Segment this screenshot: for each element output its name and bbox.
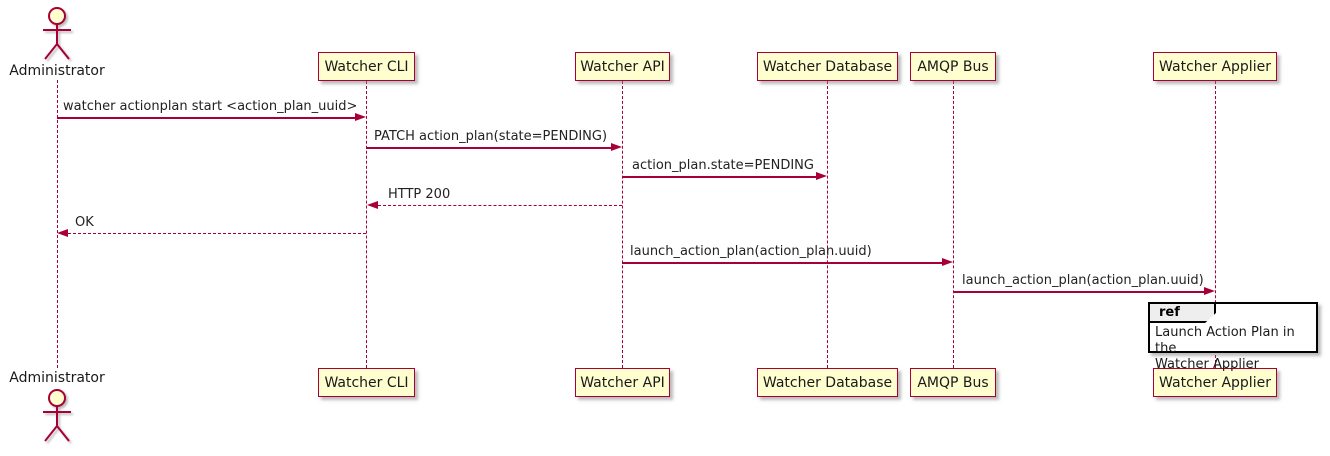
arrowhead-right-icon bbox=[355, 113, 366, 121]
message-label-2: PATCH action_plan(state=PENDING) bbox=[374, 129, 608, 144]
lifeline-administrator bbox=[56, 80, 58, 368]
message-label-7: launch_action_plan(action_plan.uuid) bbox=[962, 273, 1204, 288]
ref-keyword: ref bbox=[1148, 302, 1216, 323]
message-label-5: OK bbox=[75, 215, 94, 230]
participant-watcher-database-top: Watcher Database bbox=[757, 52, 898, 81]
participant-amqp-bus-top: AMQP Bus bbox=[910, 52, 996, 81]
lifeline-watcher-applier bbox=[1215, 81, 1216, 368]
actor-icon bbox=[43, 389, 71, 442]
lifeline-amqp-bus bbox=[953, 81, 954, 368]
message-label-6: launch_action_plan(action_plan.uuid) bbox=[630, 244, 872, 259]
message-label-4: HTTP 200 bbox=[388, 187, 451, 202]
participant-watcher-cli-top: Watcher CLI bbox=[318, 52, 415, 81]
participant-amqp-bus-bottom: AMQP Bus bbox=[910, 368, 996, 397]
participant-watcher-applier-top: Watcher Applier bbox=[1153, 52, 1277, 81]
lifeline-watcher-api bbox=[622, 81, 623, 368]
participant-watcher-cli-bottom: Watcher CLI bbox=[318, 368, 415, 397]
actor-label-bottom: Administrator bbox=[9, 370, 105, 386]
actor-label-top: Administrator bbox=[9, 63, 105, 79]
message-line-5 bbox=[68, 233, 366, 234]
message-label-3: action_plan.state=PENDING bbox=[632, 158, 814, 173]
message-line-3 bbox=[622, 176, 816, 178]
participant-watcher-applier-bottom: Watcher Applier bbox=[1153, 368, 1277, 397]
message-label-1: watcher actionplan start <action_plan_uu… bbox=[63, 99, 358, 114]
arrowhead-right-icon bbox=[1204, 287, 1215, 295]
message-line-6 bbox=[622, 262, 942, 264]
message-line-1 bbox=[57, 117, 356, 119]
lifeline-watcher-cli bbox=[366, 81, 367, 368]
arrowhead-right-icon bbox=[816, 172, 827, 180]
message-line-7 bbox=[953, 291, 1204, 293]
arrowhead-right-icon bbox=[942, 258, 953, 266]
actor-icon bbox=[43, 7, 71, 60]
message-line-2 bbox=[366, 147, 611, 149]
lifeline-watcher-database bbox=[827, 81, 828, 368]
ref-text: Launch Action Plan in the Watcher Applie… bbox=[1155, 325, 1295, 372]
arrowhead-left-icon bbox=[367, 201, 378, 209]
ref-fragment: ref Launch Action Plan in the Watcher Ap… bbox=[1148, 302, 1318, 372]
participant-watcher-api-top: Watcher API bbox=[575, 52, 670, 81]
arrowhead-right-icon bbox=[611, 143, 622, 151]
message-line-4 bbox=[378, 205, 622, 206]
arrowhead-left-icon bbox=[57, 229, 68, 237]
participant-watcher-database-bottom: Watcher Database bbox=[757, 368, 898, 397]
participant-watcher-api-bottom: Watcher API bbox=[575, 368, 670, 397]
